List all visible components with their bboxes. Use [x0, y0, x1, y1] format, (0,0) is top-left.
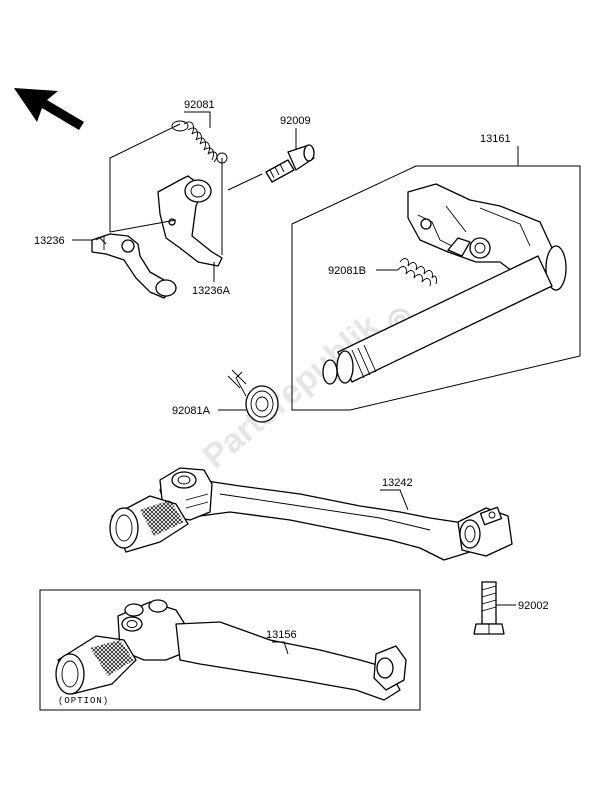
part-labels: 92081 92009 13161 13236 13236A 92081B 92…	[34, 99, 549, 706]
option-box	[39, 589, 421, 711]
shift-shaft-13161	[322, 183, 567, 385]
label-92002: 92002	[518, 600, 549, 612]
box-13161	[291, 165, 581, 411]
bolt-92002	[473, 581, 505, 635]
option-pedal-13156	[55, 599, 407, 701]
label-92081B: 92081B	[328, 265, 366, 277]
label-option: (OPTION)	[58, 696, 109, 706]
spring-92081	[171, 120, 228, 164]
direction-arrow-icon	[14, 88, 84, 130]
label-13236A: 13236A	[192, 285, 231, 297]
label-13242: 13242	[382, 477, 413, 489]
label-13156: 13156	[266, 629, 297, 641]
label-92081: 92081	[184, 99, 215, 111]
label-92081A: 92081A	[172, 405, 211, 417]
bracket-13236A	[157, 175, 223, 267]
shift-pedal-13242	[109, 467, 513, 561]
lever-13236	[91, 233, 177, 299]
spring-92081B	[397, 258, 437, 287]
bolt-92009	[265, 144, 315, 183]
label-92009: 92009	[280, 115, 311, 127]
label-13236: 13236	[34, 235, 65, 247]
watermark-text: Partsrepublik	[196, 307, 387, 476]
leader-lines	[72, 111, 519, 655]
label-13161: 13161	[480, 133, 511, 145]
spring-92081A	[227, 369, 279, 423]
